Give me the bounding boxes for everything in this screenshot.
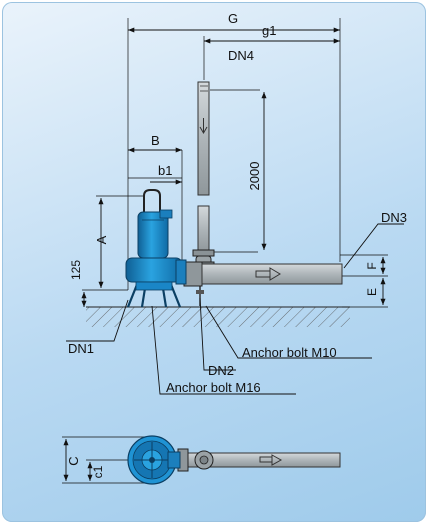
label-B: B <box>151 133 160 148</box>
dimension-lines <box>81 27 386 307</box>
label-A: A <box>94 235 109 244</box>
submersible-pump-side <box>125 189 187 308</box>
label-c1: c1 <box>91 465 105 478</box>
label-DN3: DN3 <box>381 210 407 225</box>
label-DN2: DN2 <box>208 363 234 378</box>
label-G: G <box>228 11 238 26</box>
vertical-discharge-pipe <box>197 81 210 253</box>
label-E: E <box>365 288 379 296</box>
label-F: F <box>365 262 379 269</box>
label-125: 125 <box>69 260 83 280</box>
pump-plan-view <box>62 435 341 485</box>
leader-lines <box>66 223 404 395</box>
label-C: C <box>66 456 81 465</box>
horizontal-discharge-pipe <box>183 261 343 306</box>
label-DN1: DN1 <box>68 341 94 356</box>
label-b1: b1 <box>158 163 172 178</box>
label-g1: g1 <box>262 23 276 38</box>
label-2000: 2000 <box>247 162 262 191</box>
label-anchor-bolt-m16: Anchor bolt M16 <box>166 380 261 395</box>
extension-lines <box>82 18 388 308</box>
ground-floor <box>86 306 350 327</box>
label-DN4: DN4 <box>228 48 254 63</box>
label-anchor-bolt-m10: Anchor bolt M10 <box>242 345 337 360</box>
